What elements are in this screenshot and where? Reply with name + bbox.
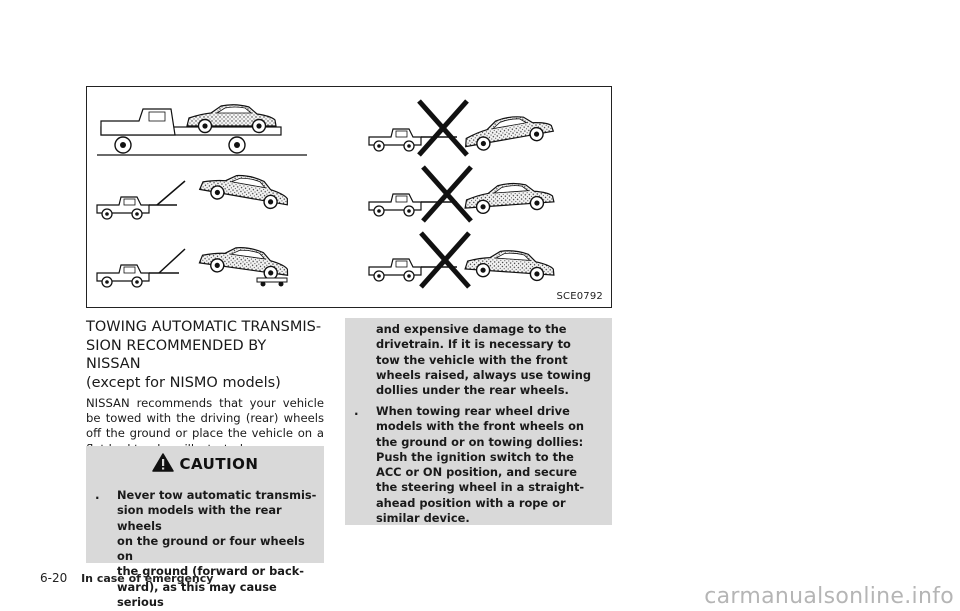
warning-triangle-icon [151, 453, 174, 476]
caution-label: CAUTION [179, 455, 259, 473]
caution-bullet-2: . When towing rear wheel drive models wi… [354, 404, 608, 526]
section-name: In case of emergency [81, 572, 214, 585]
caution-title: CAUTION [86, 453, 324, 476]
left-column: TOWING AUTOMATIC TRANSMIS- SION RECOMMEN… [86, 318, 324, 457]
caution-box: CAUTION . Never tow automatic transmis- … [86, 446, 324, 609]
caution-text-2: When towing rear wheel drive models with… [376, 404, 585, 526]
bullet-marker: . [95, 488, 100, 502]
prohibited-tow-1-diagram [368, 99, 556, 157]
towing-diagrams [96, 99, 557, 289]
caution-bullet-1: . Never tow automatic transmis- sion mod… [95, 488, 321, 610]
figure-code: SCE0792 [556, 291, 603, 302]
bullet-marker: . [354, 404, 359, 418]
prohibited-tow-2-diagram [368, 165, 556, 223]
caution-text-1-continued: and expensive damage to the drivetrain. … [376, 322, 592, 398]
wheel-lift-dollies-diagram [96, 241, 292, 288]
prohibited-tow-3-diagram [368, 231, 557, 289]
watermark: carmanualsonline.info [704, 584, 954, 609]
caution-continuation-box: and expensive damage to the drivetrain. … [345, 318, 612, 525]
page-footer: 6-20 In case of emergency [40, 571, 213, 585]
flatbed-truck-diagram [97, 104, 307, 156]
caution-text-1: Never tow automatic transmis- sion model… [117, 488, 317, 610]
caution-continuation: and expensive damage to the drivetrain. … [376, 322, 606, 398]
section-heading: TOWING AUTOMATIC TRANSMIS- SION RECOMMEN… [86, 319, 322, 391]
towing-illustration: SCE0792 [86, 86, 612, 308]
wheel-lift-rear-raised-diagram [96, 167, 292, 220]
page-number: 6-20 [40, 571, 68, 585]
